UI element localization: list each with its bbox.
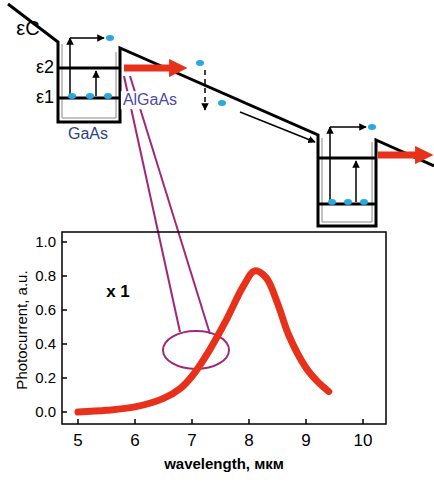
tick (191, 419, 193, 424)
conduction-band (8, 4, 434, 226)
energy-levels (58, 68, 376, 204)
tick (362, 419, 364, 424)
axis-title: Photocurrent, a.u. (14, 270, 31, 389)
tick (305, 419, 307, 424)
tick (62, 411, 67, 413)
level-label: ε1 (36, 88, 54, 108)
tick-label: 5 (73, 432, 82, 451)
tick (62, 241, 67, 243)
tick-label: 0.4 (35, 336, 56, 353)
electrons (68, 35, 376, 205)
tick-label: 1.0 (35, 234, 56, 251)
tick-label: 9 (301, 432, 310, 451)
tick-label: 0.0 (35, 404, 56, 421)
tick-label: 6 (130, 432, 139, 451)
tick-label: 10 (354, 432, 373, 451)
tick (248, 419, 250, 424)
tick (62, 343, 67, 345)
band-label: εC (16, 17, 39, 39)
tick-label: 0.8 (35, 268, 56, 285)
tick (134, 419, 136, 424)
tick-label: 0.2 (35, 370, 56, 387)
callout (124, 76, 229, 369)
current-arrows (124, 68, 426, 155)
tick-label: 0.6 (35, 302, 56, 319)
photocurrent-curve (78, 271, 329, 412)
axis-title: wavelength, мкм (164, 456, 284, 473)
tick-label: 7 (187, 432, 196, 451)
material-label: AlGaAs (121, 91, 179, 109)
tick-label: 8 (244, 432, 253, 451)
level-label: ε2 (36, 58, 54, 78)
tick (62, 275, 67, 277)
scale-label: x 1 (106, 283, 130, 302)
tick (62, 377, 67, 379)
material-label: GaAs (68, 125, 108, 143)
tick (62, 309, 67, 311)
transition-arrows (70, 38, 366, 202)
chart (62, 232, 386, 424)
plot-frame (62, 232, 386, 424)
tick (77, 419, 79, 424)
